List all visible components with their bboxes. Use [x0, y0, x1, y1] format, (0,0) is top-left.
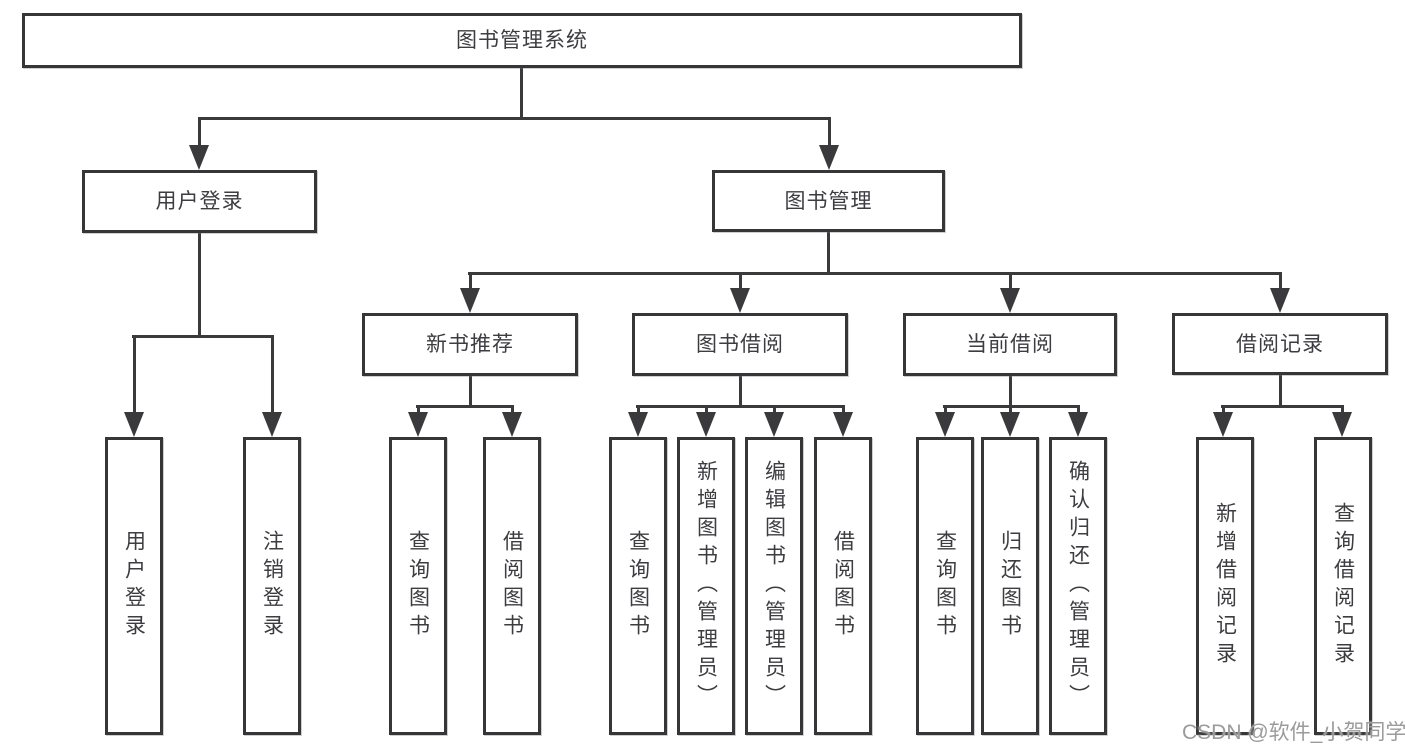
arrow-down-icon: [1213, 405, 1233, 437]
arrow-down-icon: [189, 117, 209, 170]
arrow-down-icon: [460, 272, 480, 313]
arrow-stem: [132, 335, 136, 414]
arrowhead: [502, 412, 522, 437]
arrowhead: [460, 288, 480, 313]
arrow-stem: [943, 405, 947, 414]
arrow-down-icon: [819, 117, 839, 170]
node-book-management: 图书管理: [712, 170, 945, 232]
arrowhead: [935, 412, 955, 437]
node-leaf-borrow-books-2: 借阅图书: [814, 437, 872, 735]
connector-line-horizontal: [943, 405, 1080, 408]
node-leaf-return-books: 归还图书: [981, 437, 1039, 735]
arrow-down-icon: [764, 405, 784, 437]
arrowhead: [408, 412, 428, 437]
arrow-stem: [1221, 405, 1225, 414]
arrowhead: [124, 412, 144, 437]
arrowhead: [730, 288, 750, 313]
arrow-stem: [1340, 405, 1344, 414]
node-book-borrowing: 图书借阅: [632, 313, 848, 376]
connector-line-vertical: [739, 376, 742, 408]
node-leaf-add-books-admin: 新增图书（管理员）: [677, 437, 735, 735]
arrow-stem: [468, 272, 472, 290]
node-leaf-add-borrow-record: 新增借阅记录: [1196, 437, 1254, 735]
arrowhead: [628, 412, 648, 437]
arrowhead: [1068, 412, 1088, 437]
arrow-stem: [1076, 405, 1080, 414]
connector-line-horizontal: [468, 272, 1281, 275]
connector-line-vertical: [827, 232, 830, 275]
node-leaf-user-login: 用户登录: [105, 437, 163, 735]
arrow-stem: [704, 405, 708, 414]
arrow-stem: [772, 405, 776, 414]
arrow-down-icon: [1068, 405, 1088, 437]
connector-line-vertical: [520, 68, 523, 120]
arrow-stem: [1008, 405, 1012, 414]
arrowhead: [1332, 412, 1352, 437]
arrow-stem: [827, 117, 831, 147]
arrow-stem: [1278, 272, 1282, 290]
arrow-stem: [738, 272, 742, 290]
arrow-down-icon: [935, 405, 955, 437]
node-current-borrowing: 当前借阅: [903, 313, 1117, 376]
arrow-stem: [841, 405, 845, 414]
arrowhead: [1000, 412, 1020, 437]
node-leaf-borrow-books-1: 借阅图书: [483, 437, 541, 735]
node-leaf-query-books-2: 查询图书: [609, 437, 667, 735]
arrow-down-icon: [833, 405, 853, 437]
connector-line-horizontal: [1221, 405, 1344, 408]
arrow-stem: [197, 117, 201, 147]
arrow-stem: [1008, 272, 1012, 290]
node-borrowing-records: 借阅记录: [1172, 313, 1388, 375]
arrow-down-icon: [502, 405, 522, 437]
arrow-down-icon: [1000, 405, 1020, 437]
arrowhead: [262, 412, 282, 437]
arrow-down-icon: [730, 272, 750, 313]
node-leaf-edit-books-admin: 编辑图书（管理员）: [745, 437, 803, 735]
arrow-down-icon: [262, 335, 282, 437]
arrowhead: [1270, 288, 1290, 313]
connector-line-horizontal: [199, 117, 830, 120]
node-leaf-confirm-return-admin: 确认归还（管理员）: [1049, 437, 1107, 735]
node-leaf-logout: 注销登录: [243, 437, 301, 735]
arrow-down-icon: [1332, 405, 1352, 437]
arrowhead: [1213, 412, 1233, 437]
node-new-book-recommend: 新书推荐: [362, 313, 578, 376]
connector-line-horizontal: [132, 335, 274, 338]
node-leaf-query-borrow-record: 查询借阅记录: [1314, 437, 1372, 735]
connector-line-horizontal: [416, 405, 514, 408]
arrow-down-icon: [1270, 272, 1290, 313]
arrowhead: [819, 145, 839, 170]
arrow-stem: [636, 405, 640, 414]
node-user-login: 用户登录: [82, 170, 317, 233]
arrow-stem: [510, 405, 514, 414]
arrow-down-icon: [696, 405, 716, 437]
connector-line-vertical: [1279, 375, 1282, 408]
csdn-watermark: CSDN @软件_小贺同学: [1182, 721, 1405, 744]
arrowhead: [764, 412, 784, 437]
arrow-down-icon: [628, 405, 648, 437]
arrowhead: [696, 412, 716, 437]
arrow-stem: [416, 405, 420, 414]
node-leaf-query-books-3: 查询图书: [916, 437, 974, 735]
arrow-stem: [270, 335, 274, 414]
connector-line-horizontal: [636, 405, 845, 408]
node-leaf-query-books-1: 查询图书: [389, 437, 447, 735]
arrow-down-icon: [124, 335, 144, 437]
connector-line-vertical: [1009, 376, 1012, 408]
connector-line-vertical: [198, 233, 201, 338]
arrowhead: [833, 412, 853, 437]
arrow-down-icon: [1000, 272, 1020, 313]
arrow-down-icon: [408, 405, 428, 437]
arrowhead: [1000, 288, 1020, 313]
connector-line-vertical: [469, 376, 472, 408]
node-library-management-system: 图书管理系统: [22, 13, 1022, 68]
arrowhead: [189, 145, 209, 170]
